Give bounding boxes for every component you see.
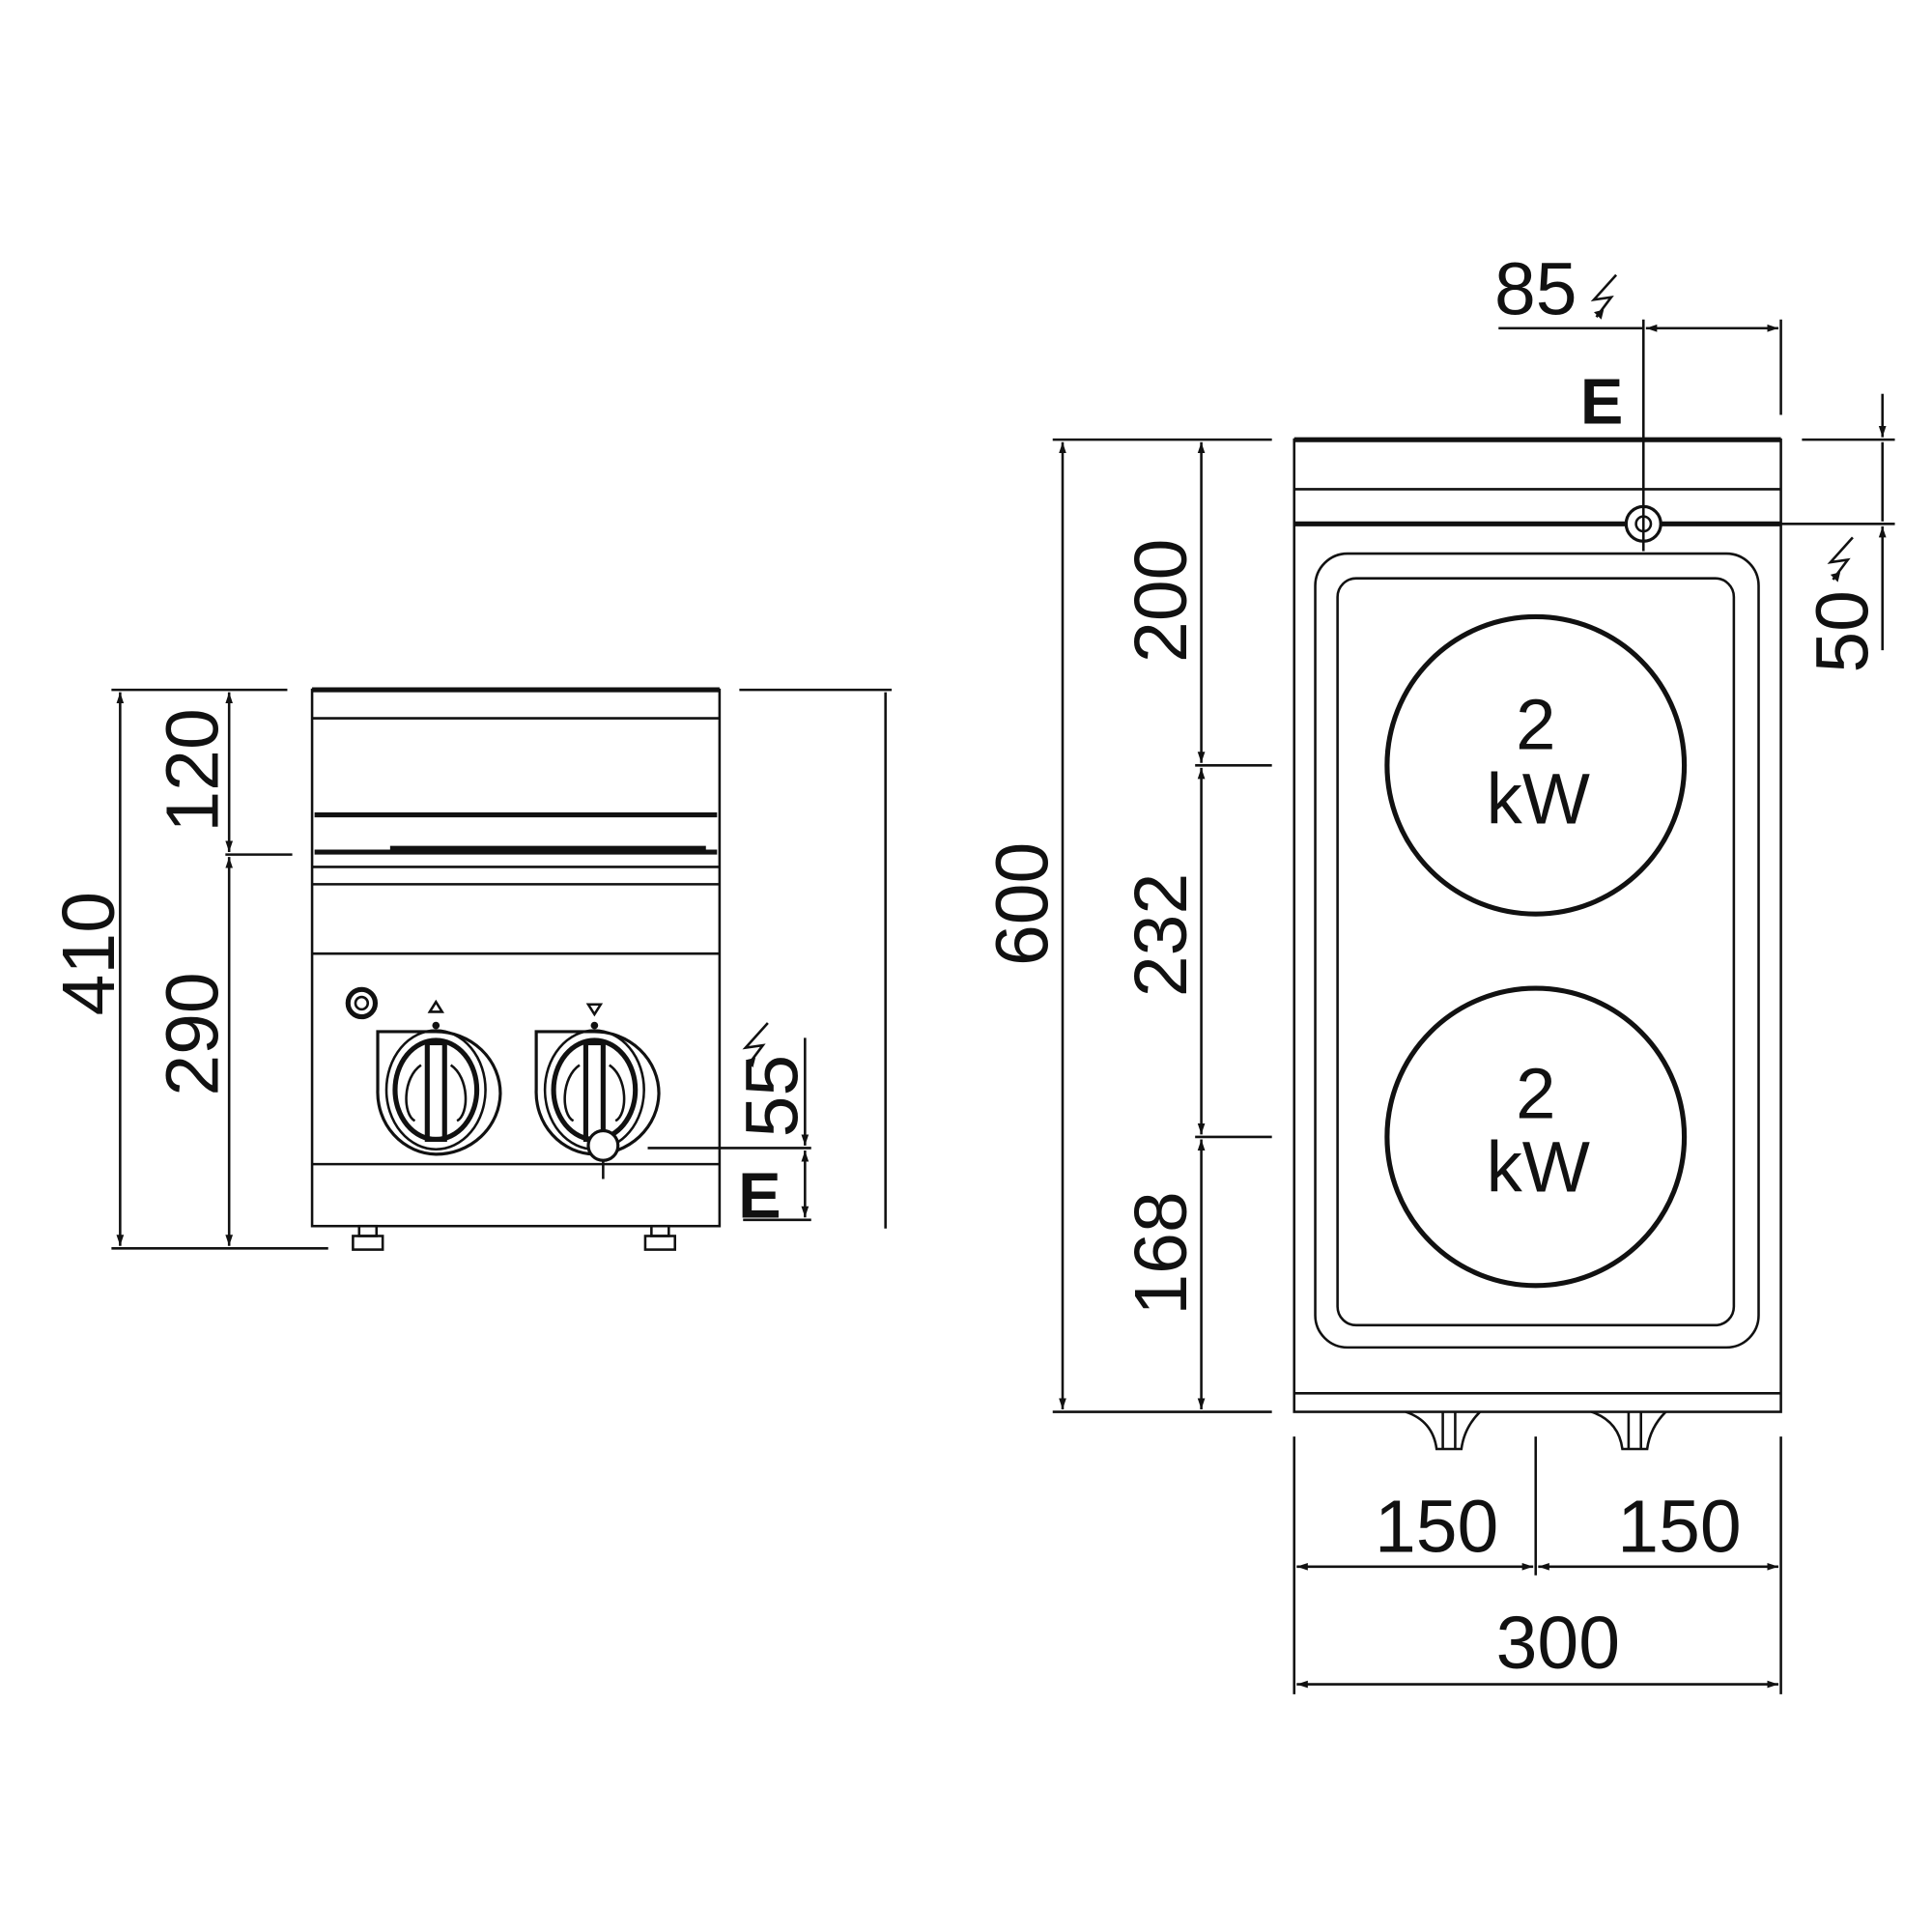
dimension-600: 600	[981, 438, 1272, 1413]
appliance-top-body	[1293, 437, 1782, 1413]
dimension-410: 410	[47, 688, 328, 1250]
top-view: 2 kW 2 kW 600	[981, 248, 1895, 1694]
dimension-label-150-right: 150	[1617, 1485, 1741, 1568]
front-view: 410 120 290 55 E	[47, 687, 893, 1251]
electric-connection-icon	[586, 1128, 620, 1179]
dimension-50: 50	[1696, 393, 1895, 673]
lightning-icon	[1829, 536, 1855, 583]
foot-bracket-right	[1591, 1410, 1667, 1451]
dimension-label-120: 120	[152, 708, 235, 832]
dimension-label-600: 600	[981, 842, 1065, 966]
foot-left	[352, 1224, 384, 1251]
dimension-55: 55 E	[647, 1021, 814, 1232]
hotplate-power-value: 2	[1516, 685, 1555, 765]
dimension-label-200: 200	[1120, 539, 1203, 663]
hotplate-power-unit: kW	[1487, 759, 1590, 839]
dimension-label-55: 55	[731, 1055, 814, 1138]
foot-bracket-left	[1405, 1410, 1481, 1451]
connection-label-e: E	[738, 1160, 781, 1232]
appliance-front-body	[310, 687, 722, 1228]
dimension-label-50: 50	[1801, 590, 1884, 673]
hotplate-front: 2 kW	[1384, 985, 1688, 1289]
dimension-label-410: 410	[47, 892, 130, 1015]
dimension-right-extent	[739, 688, 893, 1229]
dimension-label-168: 168	[1120, 1191, 1203, 1315]
lightning-icon	[1592, 273, 1618, 322]
dimension-label-232: 232	[1120, 873, 1203, 997]
dimension-label-150-left: 150	[1375, 1485, 1498, 1568]
hotplate-rear: 2 kW	[1384, 613, 1688, 917]
dimension-150-150: 150 150	[1293, 1436, 1782, 1694]
dimension-label-85: 85	[1494, 248, 1577, 331]
dimension-85: 85 E	[1494, 248, 1782, 552]
hotplate-power-unit: kW	[1487, 1126, 1590, 1207]
hotplate-power-value: 2	[1516, 1054, 1555, 1134]
dimension-200-232-168: 200 232 168	[1120, 441, 1272, 1409]
dimension-120: 120	[152, 692, 293, 856]
dimension-label-300: 300	[1496, 1602, 1620, 1685]
dimension-290: 290	[152, 857, 235, 1246]
dimension-300: 300	[1296, 1602, 1779, 1689]
dimension-label-290: 290	[152, 972, 235, 1095]
connection-label-e: E	[1580, 366, 1623, 438]
control-knob-left-icon	[376, 999, 502, 1156]
power-indicator-light-icon	[345, 986, 379, 1020]
foot-right	[643, 1224, 676, 1251]
